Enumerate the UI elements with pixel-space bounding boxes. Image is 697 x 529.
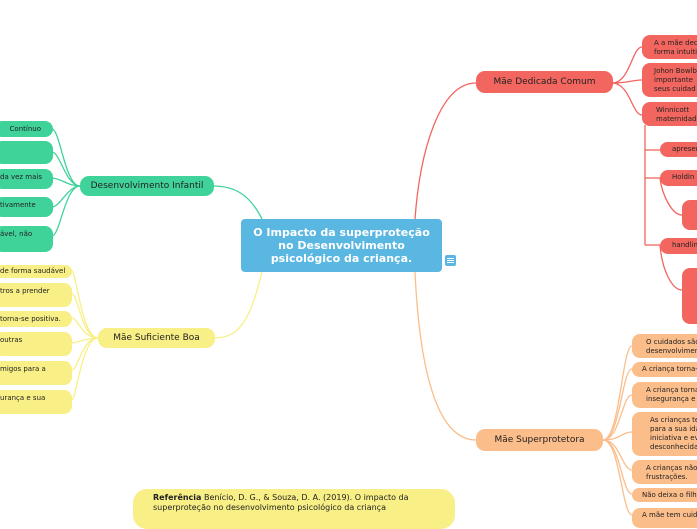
branch-mae-superprotetora[interactable]: Mãe Superprotetora: [476, 429, 603, 451]
branch-mae-suficiente-boa[interactable]: Mãe Suficiente Boa: [98, 328, 215, 348]
subtopic-green-5[interactable]: ável, não: [0, 226, 53, 252]
subtopic-red-1[interactable]: A a mãe dec forma intuiti: [642, 35, 697, 59]
reference-text: Benício, D. G., & Souza, D. A. (2019). O…: [153, 493, 409, 512]
subtopic-orange-4[interactable]: As crianças te para a sua ida iniciativa…: [632, 412, 697, 456]
subtopic-continuo[interactable]: Contínuo: [0, 121, 53, 137]
branch-mae-dedicada-comum[interactable]: Mãe Dedicada Comum: [476, 71, 613, 93]
subtopic-yellow-5[interactable]: migos para a: [0, 361, 72, 385]
subtopic-red-handlin-detail[interactable]: [682, 268, 697, 324]
subtopic-red-holdin-detail[interactable]: [682, 200, 697, 230]
subtopic-green-4[interactable]: tivamente: [0, 197, 53, 217]
subtopic-orange-1[interactable]: O cuidados são desenvolvimen: [632, 334, 697, 358]
central-topic[interactable]: O Impacto da superproteção no Desenvolvi…: [241, 219, 442, 272]
subtopic-red-apresen[interactable]: apresen: [660, 142, 697, 157]
reference-label: Referência: [153, 493, 202, 502]
notes-icon[interactable]: [445, 255, 456, 266]
subtopic-red-handlin[interactable]: handlin: [660, 238, 697, 254]
subtopic-yellow-2[interactable]: tros a prender: [0, 283, 72, 307]
central-topic-label: O Impacto da superproteção no Desenvolvi…: [253, 226, 430, 265]
subtopic-orange-3[interactable]: A criança torna insegurança e s: [632, 382, 697, 408]
subtopic-orange-5[interactable]: A crianças não frustrações.: [632, 460, 697, 484]
subtopic-orange-2[interactable]: A criança torna-s: [632, 362, 697, 377]
subtopic-yellow-6[interactable]: urança e sua: [0, 390, 72, 414]
subtopic-red-holdin[interactable]: Holdin: [660, 170, 697, 186]
subtopic-red-2[interactable]: Johon Bowlb importante seus cuidad: [642, 63, 697, 97]
branch-desenvolvimento-infantil[interactable]: Desenvolvimento Infantil: [80, 176, 214, 196]
subtopic-green-2[interactable]: [0, 141, 53, 164]
subtopic-yellow-3[interactable]: torna-se positiva.: [0, 311, 72, 327]
subtopic-green-3[interactable]: da vez mais: [0, 169, 53, 189]
reference-note[interactable]: Referência Benício, D. G., & Souza, D. A…: [133, 489, 455, 529]
subtopic-orange-7[interactable]: A mãe tem cuida: [632, 508, 697, 528]
subtopic-yellow-1[interactable]: de forma saudável: [0, 265, 72, 278]
subtopic-yellow-4[interactable]: outras: [0, 332, 72, 356]
subtopic-orange-6[interactable]: Não deixa o filho: [632, 488, 697, 502]
subtopic-red-3[interactable]: Winnicott maternidade: [642, 102, 697, 126]
